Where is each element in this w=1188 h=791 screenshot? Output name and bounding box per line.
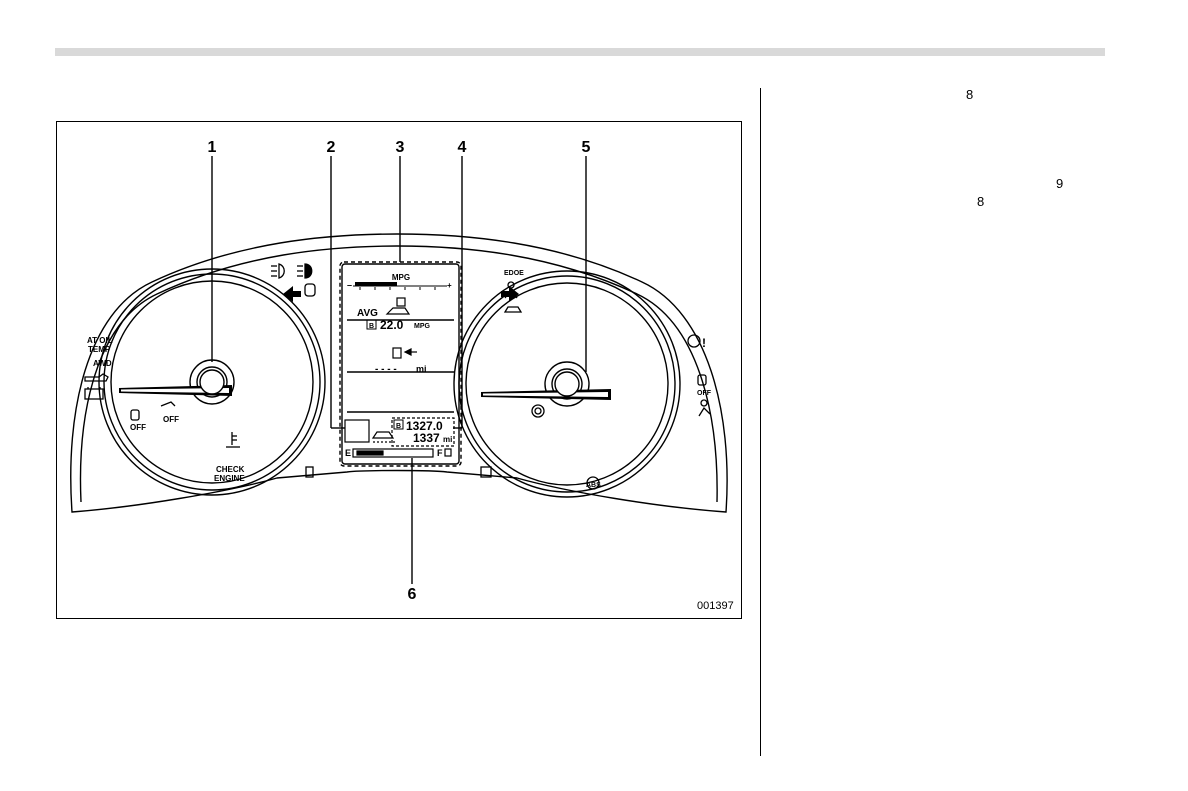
- callout-1: 1: [208, 139, 217, 156]
- column-divider: [760, 88, 761, 756]
- left-turn-signal-icon: [283, 286, 301, 302]
- avg-fuel-car-icon: [387, 298, 409, 314]
- avg-mpg-value: 22.0: [380, 318, 404, 332]
- instrument-cluster-illustration: 1 2 3 4 5 6 AT OIL TEMP AWD OFF OFF CHEC…: [57, 122, 740, 617]
- traction-icon: [305, 284, 315, 296]
- edge-label: EDOE: [504, 270, 524, 277]
- callout-4: 4: [458, 139, 467, 156]
- callout-3: 3: [396, 139, 405, 156]
- power-steering-exclamation-icon: !: [702, 336, 706, 350]
- mpg-bar-plus: +: [447, 281, 452, 290]
- avg-b-badge: B: [369, 323, 374, 330]
- figure-id: 001397: [697, 600, 734, 612]
- at-oil-temp-label-line1: AT OIL: [87, 336, 113, 345]
- fuel-gauge-f: F: [437, 448, 443, 458]
- range-dashes: - - - -: [375, 364, 397, 375]
- srf-off-label: OFF: [697, 390, 712, 397]
- mpg-bar-minus: –: [347, 280, 352, 290]
- trip-b-badge: B: [396, 423, 401, 430]
- callout-2: 2: [327, 139, 336, 156]
- callout-5: 5: [582, 139, 591, 156]
- range-fuel-icon: [393, 348, 417, 358]
- page-ref-fragment-3: 8: [977, 195, 984, 208]
- vdc-off-label: OFF: [130, 423, 146, 432]
- range-unit: mi: [416, 364, 427, 374]
- odometer-unit: mi: [443, 435, 452, 444]
- header-rule: [55, 48, 1105, 56]
- front-fog-icon: [271, 264, 284, 278]
- page-ref-fragment-1: 8: [966, 88, 973, 101]
- at-oil-temp-label-line2: TEMP: [88, 345, 111, 354]
- coolant-temp-icon: [226, 432, 240, 447]
- vdc-icon: [131, 410, 139, 420]
- brake-warning-icon: [532, 405, 544, 417]
- avg-mpg-unit: MPG: [414, 323, 431, 330]
- high-beam-icon: [297, 264, 312, 278]
- instant-mpg-bar: [353, 282, 447, 290]
- instrument-cluster-figure: 1 2 3 4 5 6 AT OIL TEMP AWD OFF OFF CHEC…: [56, 121, 742, 619]
- odometer-value: 1337: [413, 431, 440, 445]
- fuel-gauge-e: E: [345, 448, 351, 458]
- awd-label: AWD: [93, 359, 112, 368]
- callout-6: 6: [408, 586, 417, 603]
- eyesight-icon: [161, 402, 175, 406]
- page-ref-fragment-2: 9: [1056, 177, 1063, 190]
- check-engine-label-line2: ENGINE: [214, 474, 245, 483]
- cruise-display-box: [345, 420, 369, 442]
- eyesight-off-label: OFF: [163, 415, 179, 424]
- car-icon: [505, 307, 521, 312]
- left-gauge-needle: [119, 370, 232, 396]
- mpg-bar-label: MPG: [392, 273, 410, 282]
- avg-label: AVG: [357, 308, 378, 319]
- check-engine-label-line1: CHECK: [216, 465, 245, 474]
